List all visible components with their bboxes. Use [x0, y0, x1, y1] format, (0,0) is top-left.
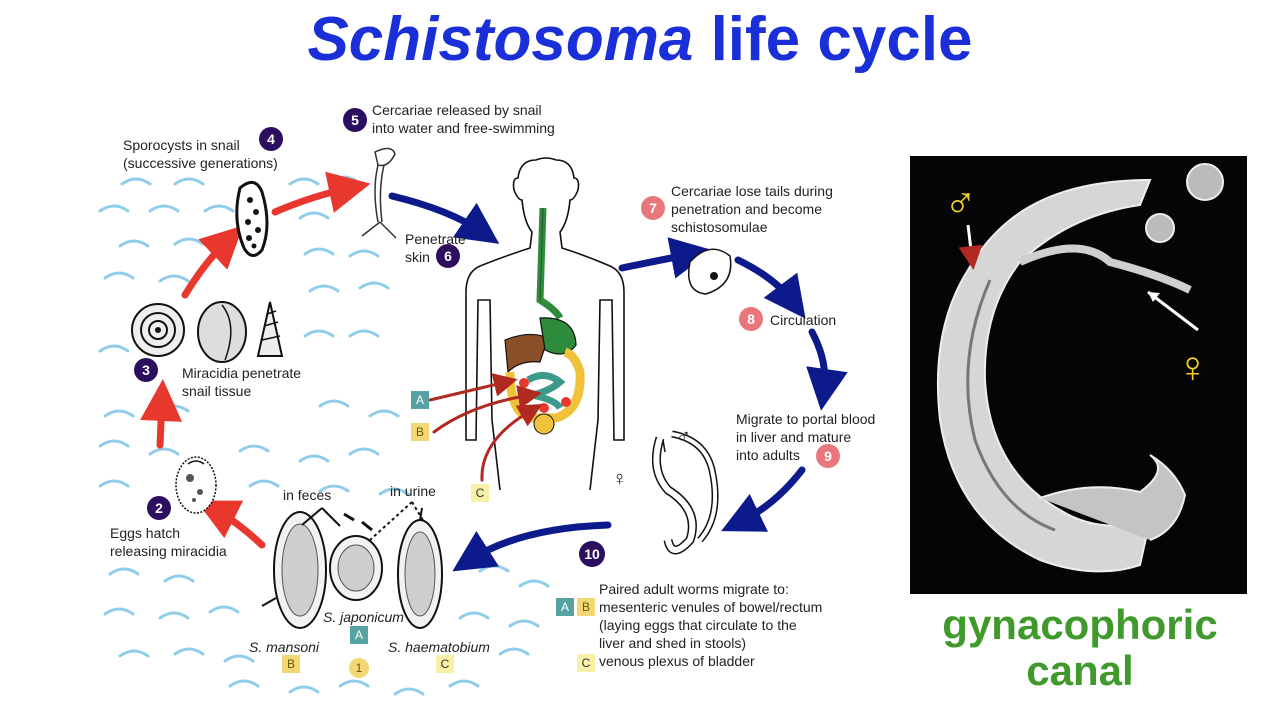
key-c-haematobium: C — [436, 655, 454, 673]
male-symbol-photo: ♂ — [944, 177, 977, 226]
title-genus: Schistosoma — [307, 5, 694, 74]
step-6-badge: 6 — [436, 244, 460, 268]
key-c-gut: C — [471, 484, 489, 502]
step-3-line1: Miracidia penetrate — [182, 365, 302, 381]
step-4-label: Sporocysts in snail (successive generatio… — [123, 136, 278, 172]
step-7-label: Cercariae lose tails during penetration a… — [671, 182, 833, 236]
in-feces-label: in feces — [283, 487, 332, 503]
step-10-line5: venous plexus of bladder — [599, 653, 755, 669]
step-8-badge: 8 — [739, 307, 763, 331]
step-2-line1: Eggs hatch — [110, 525, 181, 541]
step-9-label: Migrate to portal blood in liver and matu… — [736, 410, 875, 464]
key-c-step10: C — [577, 654, 595, 672]
step-6-label: Penetrate skin — [405, 230, 466, 266]
step-3-label: Miracidia penetrate snail tissue — [182, 364, 301, 400]
step-4-line1: Sporocysts in snail — [123, 137, 240, 153]
schistosomulum-illustration — [688, 248, 732, 295]
step-10-label: Paired adult worms migrate to: mesenteri… — [599, 580, 822, 670]
step-10-line2: mesenteric venules of bowel/rectum — [599, 599, 823, 615]
egg-pointer-lines — [301, 501, 425, 541]
female-symbol-photo: ♀ — [1176, 343, 1209, 392]
key-a-japonicum: A — [350, 626, 368, 644]
canal-line1: gynacophoric — [942, 601, 1218, 648]
step-2-badge: 2 — [147, 496, 171, 520]
in-urine-label: in urine — [390, 483, 436, 499]
step-6-line1: Penetrate — [405, 231, 466, 247]
step-10-line4: liver and shed in stools) — [599, 635, 747, 651]
step-7-line3: schistosomulae — [671, 219, 768, 235]
gut-arrows — [428, 373, 543, 482]
sporocyst-illustration — [235, 180, 269, 257]
step-6-line2: skin — [405, 249, 430, 265]
title-rest: life cycle — [693, 5, 973, 74]
step-8-label: Circulation — [770, 312, 837, 328]
step-10-badge: 10 — [579, 541, 605, 567]
step-7-badge: 7 — [641, 196, 665, 220]
page-title: Schistosoma life cycle — [0, 4, 1280, 75]
male-symbol-diagram: ♂ — [676, 426, 691, 448]
blue-arrows — [388, 192, 848, 572]
step-9-line3: into adults — [736, 447, 800, 463]
canal-line2: canal — [1026, 647, 1134, 694]
step-3-line2: snail tissue — [182, 383, 252, 399]
step-10-line1: Paired adult worms migrate to: — [599, 581, 789, 597]
step-2-line2: releasing miracidia — [110, 543, 227, 559]
key-b-gut: B — [411, 423, 429, 441]
key-b-mansoni: B — [282, 655, 300, 673]
step-7-line2: penetration and become — [671, 201, 822, 217]
step-5-line1: Cercariae released by snail — [372, 102, 542, 118]
micrograph-worms — [910, 156, 1247, 594]
step-5-label: Cercariae released by snail into water an… — [372, 101, 555, 137]
female-symbol-diagram: ♀ — [612, 468, 627, 490]
red-arrows — [140, 171, 371, 549]
step-2-label: Eggs hatch releasing miracidia — [110, 524, 227, 560]
s-haematobium-label: S. haematobium — [388, 639, 490, 655]
snail-illustrations — [131, 301, 284, 363]
step-5-line2: into water and free-swimming — [372, 120, 555, 136]
step-9-badge: 9 — [816, 444, 840, 468]
step-4-badge: 4 — [259, 127, 283, 151]
egg-number-1: 1 — [349, 658, 369, 678]
step-10-line3: (laying eggs that circulate to the — [599, 617, 797, 633]
step-9-line1: Migrate to portal blood — [736, 411, 876, 427]
key-b-step10: B — [577, 598, 595, 616]
miracidium-illustration — [175, 456, 217, 514]
s-mansoni-label: S. mansoni — [249, 639, 320, 655]
s-japonicum-label: S. japonicum — [323, 609, 404, 625]
human-body-illustration — [465, 157, 625, 491]
step-9-line2: in liver and mature — [736, 429, 852, 445]
step-5-badge: 5 — [343, 108, 367, 132]
step-3-badge: 3 — [134, 358, 158, 382]
cercaria-illustration — [361, 147, 397, 239]
key-a-gut: A — [411, 391, 429, 409]
adult-worms-illustration — [651, 430, 719, 555]
step-4-line2: (successive generations) — [123, 155, 278, 171]
key-a-step10: A — [556, 598, 574, 616]
egg-illustrations — [261, 507, 443, 629]
step-7-line1: Cercariae lose tails during — [671, 183, 833, 199]
